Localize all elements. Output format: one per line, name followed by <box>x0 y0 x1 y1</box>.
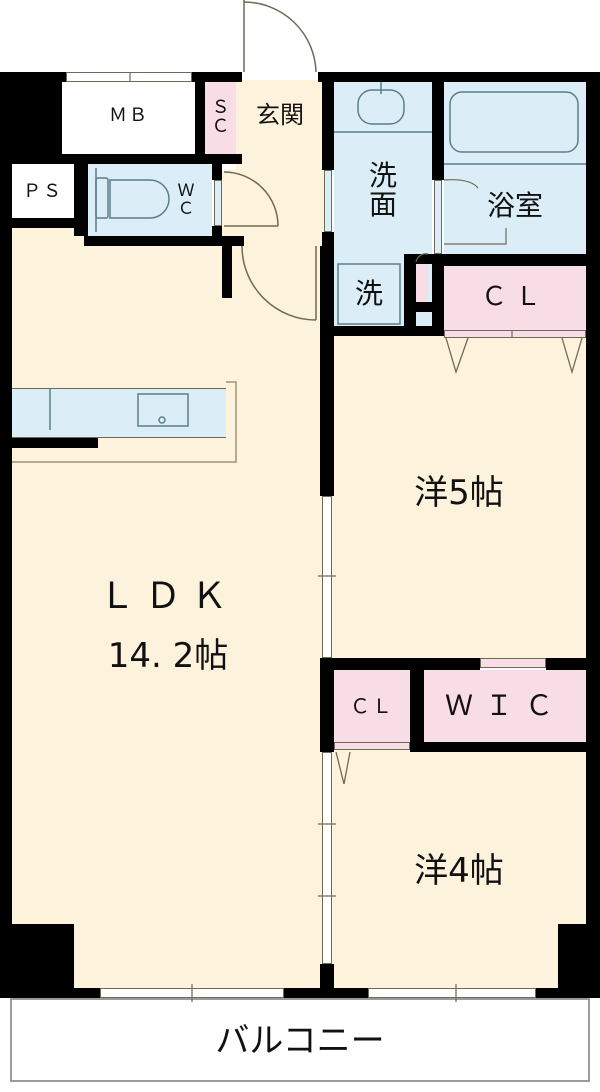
outer-wall-top-mid <box>192 72 242 82</box>
washroom-storage <box>416 262 428 302</box>
balcony-window-right <box>368 988 536 998</box>
kitchen-sink-icon <box>12 381 237 463</box>
walk-in-closet-label: ＷＩＣ <box>444 689 565 723</box>
room5-bottom-wall-right <box>546 658 600 670</box>
ldk-right-wall <box>320 246 334 496</box>
window-mullion-icon <box>129 72 513 1002</box>
ldk-label: ＬＤＫ <box>98 576 237 618</box>
room5-left-wall-lower <box>320 658 334 752</box>
pipe-space-label: ＰＳ <box>23 180 63 202</box>
ldk-sliding-door-lower <box>322 752 332 964</box>
ldk-sliding-door-upper <box>322 496 332 658</box>
wc-bottom-wall <box>84 236 244 246</box>
outer-wall-left <box>0 72 12 998</box>
wc-right-wall-lower <box>212 226 222 246</box>
room5-bottom-wall <box>320 658 480 670</box>
washroom-label: 洗 面 <box>368 158 397 221</box>
balcony-area <box>10 998 590 1082</box>
wash-bath-wall-lower <box>412 254 444 264</box>
closet-upper-label: ＣＬ <box>480 282 549 313</box>
balcony-label: バルコニー <box>215 1021 385 1062</box>
storage-door-icon <box>415 253 429 263</box>
closet-upper <box>444 266 586 330</box>
western-room-5-floor <box>332 336 586 658</box>
wc-door-swing-icon <box>223 171 279 227</box>
ldk-size-label: 14. 2帖 <box>107 636 229 677</box>
washing-machine-pan-icon <box>337 263 401 325</box>
mb-bottom-wall <box>62 154 242 164</box>
shoe-closet <box>205 82 236 154</box>
bathroom-floor <box>444 82 586 254</box>
genkan-right-wall-lower <box>322 232 334 246</box>
storage-wall <box>404 254 416 336</box>
pillar-bottom-left <box>0 924 74 998</box>
bathtub-icon <box>444 91 586 165</box>
bottom-wall-left <box>0 988 100 998</box>
wc-right-wall <box>212 164 222 180</box>
walk-in-closet <box>424 670 586 742</box>
genkan-right-wall <box>322 72 334 170</box>
western-room-4-floor <box>332 750 586 990</box>
washroom-bottom-wall <box>322 326 444 336</box>
bathroom-door <box>434 180 442 254</box>
wash-basin-icon <box>334 82 432 133</box>
western-room-4-label: 洋4帖 <box>414 851 504 892</box>
outer-wall-top-right <box>318 72 600 82</box>
closet-lower-label: ＣＬ <box>350 693 394 718</box>
bath-door-swing-icon <box>443 179 507 245</box>
outer-wall-right <box>586 72 600 998</box>
toilet-label: Ｗ Ｃ <box>177 181 195 219</box>
entrance-label: 玄関 <box>256 101 304 130</box>
ps-bottom-wall <box>0 218 88 228</box>
wic-door <box>480 658 546 668</box>
cl-left-wall <box>432 254 444 336</box>
ldk-door-swing-icon <box>241 245 317 321</box>
cl-lower-door <box>334 742 410 750</box>
closet-door-swing-icon <box>335 337 583 785</box>
shoe-closet-label: Ｓ Ｃ <box>211 97 230 137</box>
hall-floor <box>222 170 324 240</box>
entrance-door-icon <box>243 0 317 73</box>
meter-box <box>66 82 192 154</box>
washroom-door <box>324 170 332 232</box>
hall-stub-wall <box>222 244 232 298</box>
storage-wall-mid <box>404 302 444 312</box>
wash-bath-wall <box>432 72 444 180</box>
closet-lower <box>334 670 410 742</box>
ldk-floor <box>12 228 324 990</box>
bottom-wall-right <box>536 988 600 998</box>
bathroom-label: 浴室 <box>486 189 543 223</box>
wic-bottom-wall <box>410 742 600 752</box>
sc-left-wall <box>195 72 205 164</box>
washing-machine-label: 洗 <box>354 277 383 311</box>
meter-box-label: ＭＢ <box>109 104 149 126</box>
bath-bottom-wall <box>432 254 600 266</box>
kitchen-wall <box>12 438 98 448</box>
cl-wic-divider <box>410 670 424 742</box>
wc-door <box>214 180 222 226</box>
pipe-space <box>12 166 74 218</box>
pillar-bottom-right <box>558 924 600 998</box>
western-room-5-label: 洋5帖 <box>414 473 504 514</box>
bottom-wall-mid <box>284 988 368 998</box>
toilet-icon <box>95 168 170 232</box>
kitchen-counter <box>12 388 226 438</box>
mb-window <box>66 72 192 82</box>
cl-upper-door <box>444 330 586 338</box>
